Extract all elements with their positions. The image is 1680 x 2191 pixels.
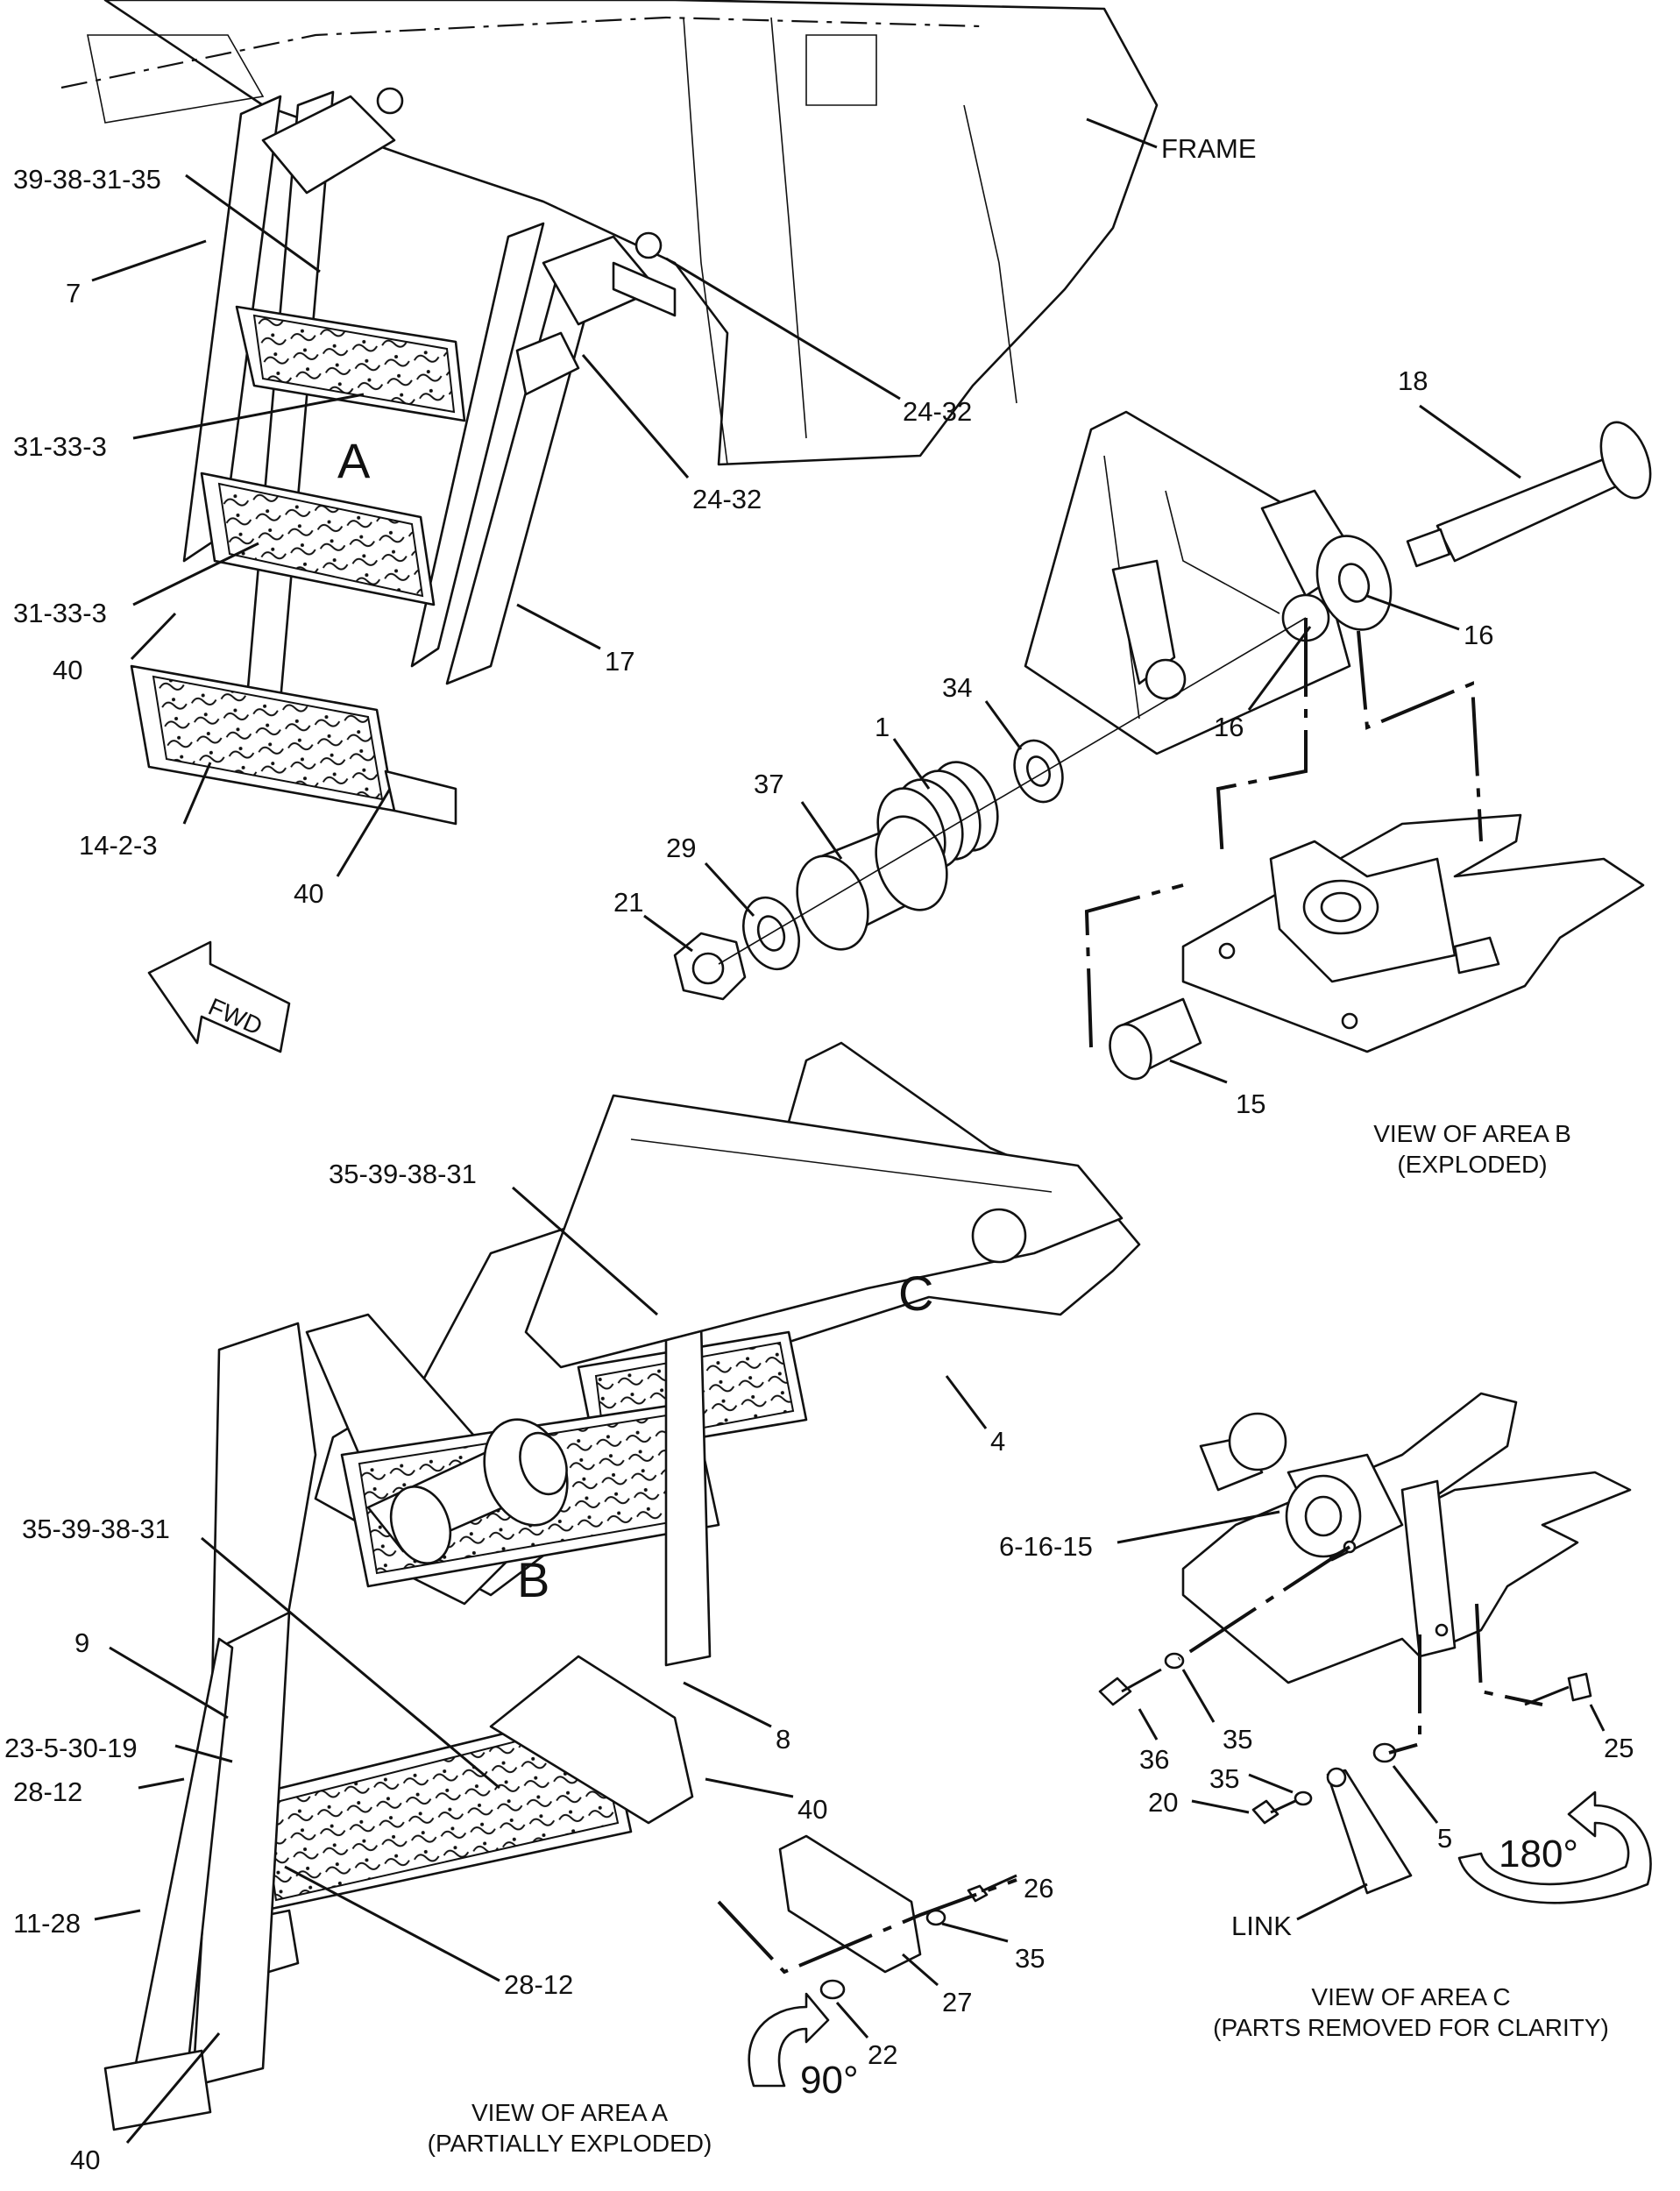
callout-24-32-upper: 24-32 [903,396,972,427]
phantom-line-b3 [1084,883,1184,1048]
callout-35-39-38-31-lower: 35-39-38-31 [22,1514,170,1544]
washer-16 [1315,535,1393,631]
bolt-25 [1524,1672,1592,1706]
caption-area-a-line2: (PARTIALLY EXPLODED) [428,2130,712,2157]
callout-4: 4 [990,1426,1005,1457]
area-letter-b: B [517,1552,549,1607]
callout-6-16-15: 6-16-15 [999,1531,1093,1562]
callout-40-lower: 40 [294,878,323,909]
bolt-20 [1251,1799,1296,1825]
phantom-line-a [717,1878,1017,1975]
washer-34 [1013,739,1064,804]
mount-plate-b [1181,813,1645,1053]
callout-26: 26 [1024,1873,1053,1904]
callout-16-right: 16 [1464,620,1493,650]
callout-35-a: 35 [1015,1943,1045,1974]
phantom-line-c3 [1177,1545,1351,1661]
shim-27 [778,1834,922,1974]
centerline-b [718,617,1307,965]
callout-9: 9 [74,1627,89,1658]
callout-37: 37 [754,769,783,799]
rotate-90-arrow: 90° [748,1992,859,2102]
callout-24-32-lower: 24-32 [692,484,762,514]
callout-31-33-3-top: 31-33-3 [13,431,107,462]
callout-1: 1 [875,712,890,742]
area-letter-a: A [337,433,371,488]
callout-5: 5 [1437,1823,1452,1854]
phantom-line-c2 [1475,1603,1543,1706]
callout-40-bottom: 40 [70,2145,100,2175]
callout-15: 15 [1236,1088,1265,1119]
callout-39-38-31-35: 39-38-31-35 [13,164,161,195]
callout-28-12-right: 28-12 [504,1969,573,2000]
callout-link: LINK [1231,1911,1292,1941]
caption-area-b-line2: (EXPLODED) [1397,1151,1547,1178]
c-plate [524,1094,1124,1369]
callout-8: 8 [776,1724,790,1755]
washer-22 [819,1979,846,2000]
callout-29: 29 [666,833,696,863]
callout-36: 36 [1139,1744,1169,1775]
caption-area-c-line2: (PARTS REMOVED FOR CLARITY) [1213,2014,1609,2041]
fwd-arrow: FWD [147,940,291,1053]
callout-20: 20 [1148,1787,1178,1818]
callout-40-mid: 40 [797,1794,827,1825]
callouts: FRAME 39-38-31-35 7 31-33-3 31-33-3 40 1… [4,133,1634,2175]
captions: VIEW OF AREA B (EXPLODED) VIEW OF AREA C… [428,1120,1609,2157]
washer-35-b [1164,1652,1185,1670]
callout-18: 18 [1398,365,1428,396]
shaft-assembly-b [366,1418,569,1564]
phantom-line-c1 [1388,1634,1421,1755]
callout-31-33-3-mid: 31-33-3 [13,598,107,628]
callout-14-2-3: 14-2-3 [79,830,158,861]
phantom-line-b1 [1216,618,1308,860]
callout-11-28: 11-28 [13,1908,81,1939]
rotate-90-label: 90° [800,2059,859,2102]
callout-28-12-left: 28-12 [13,1776,82,1807]
callout-22: 22 [868,2039,897,2070]
callout-40-upper: 40 [53,655,82,685]
callout-frame: FRAME [1161,133,1257,164]
washer-35-c [1294,1790,1313,1806]
pin-18 [1406,421,1652,568]
bolt-36 [1098,1668,1162,1706]
rotate-180-arrow: 180° [1457,1790,1652,1904]
caption-area-b-line1: VIEW OF AREA B [1373,1120,1571,1147]
area-letter-c: C [898,1266,933,1321]
rotate-180-label: 180° [1499,1833,1578,1875]
stile-assembly [103,1611,291,2131]
callout-16-left: 16 [1214,712,1244,742]
link-part [1326,1767,1413,1895]
caption-area-c-line1: VIEW OF AREA C [1311,1983,1510,2010]
callout-35-39-38-31-upper: 35-39-38-31 [329,1159,477,1189]
leader-lines [91,117,1606,2144]
ladder-assembly [130,87,677,826]
nut-21 [673,932,747,1001]
phantom-line-b2 [1357,630,1483,842]
callout-7: 7 [66,278,81,308]
caption-area-a-line1: VIEW OF AREA A [471,2099,668,2126]
bolt-26 [967,1884,989,1903]
callout-25: 25 [1604,1733,1634,1763]
callout-35-c: 35 [1209,1763,1239,1794]
callout-23-5-30-19: 23-5-30-19 [4,1733,138,1763]
callout-17: 17 [605,646,634,677]
callout-34: 34 [942,672,972,703]
area-c-assembly [1181,1392,1632,1684]
callout-21: 21 [613,887,643,918]
callout-27: 27 [942,1987,972,2017]
bushing-15 [1109,997,1202,1081]
callout-35-b: 35 [1223,1724,1252,1755]
